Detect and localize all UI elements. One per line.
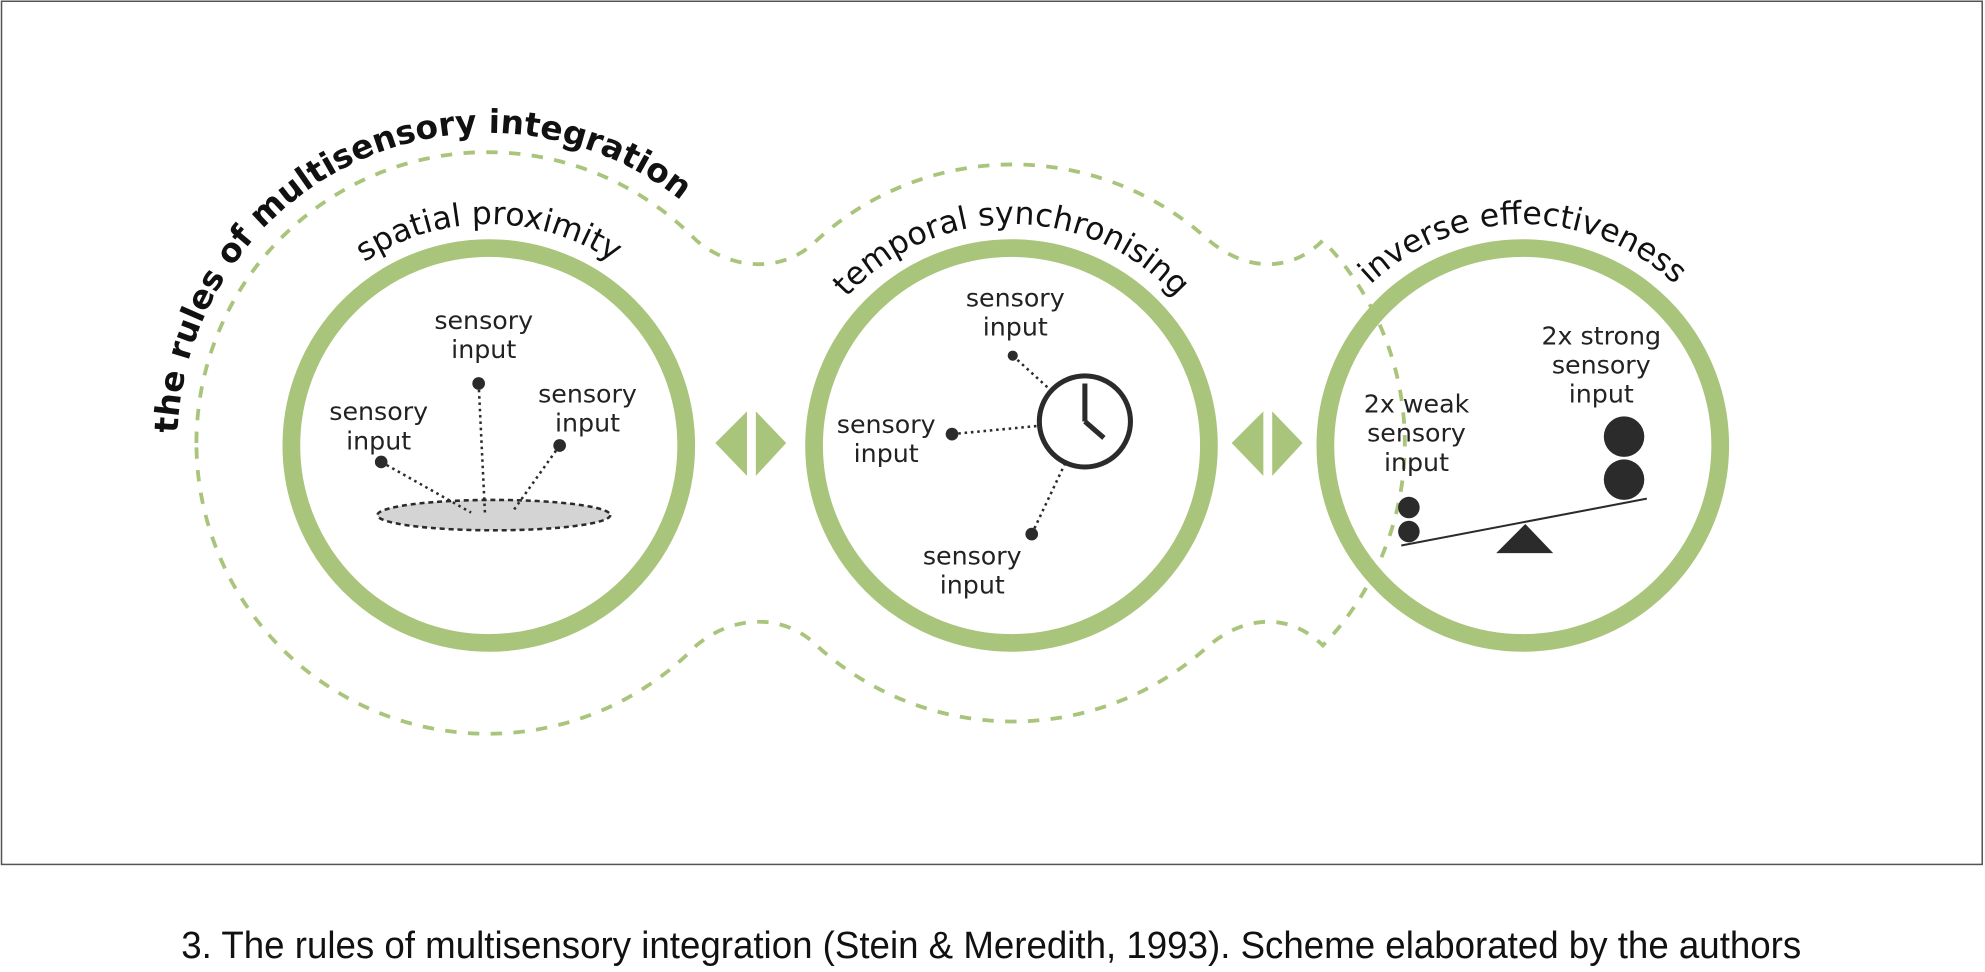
bidirectional-arrow-icon: [715, 411, 787, 476]
dashed-outline: [194, 150, 1407, 736]
clock-icon: [1036, 373, 1133, 470]
temporal-circle: [805, 239, 1218, 652]
frame: [0, 0, 1983, 866]
figure-caption: 3. The rules of multisensory integration…: [181, 925, 1801, 967]
spatial-circle: [282, 239, 696, 652]
spatial-proximity-label: spatial proximity: [349, 196, 628, 269]
inverse-circle: [1316, 239, 1730, 652]
location-ellipse: [376, 498, 612, 532]
bidirectional-arrow-icon: [1231, 411, 1303, 476]
